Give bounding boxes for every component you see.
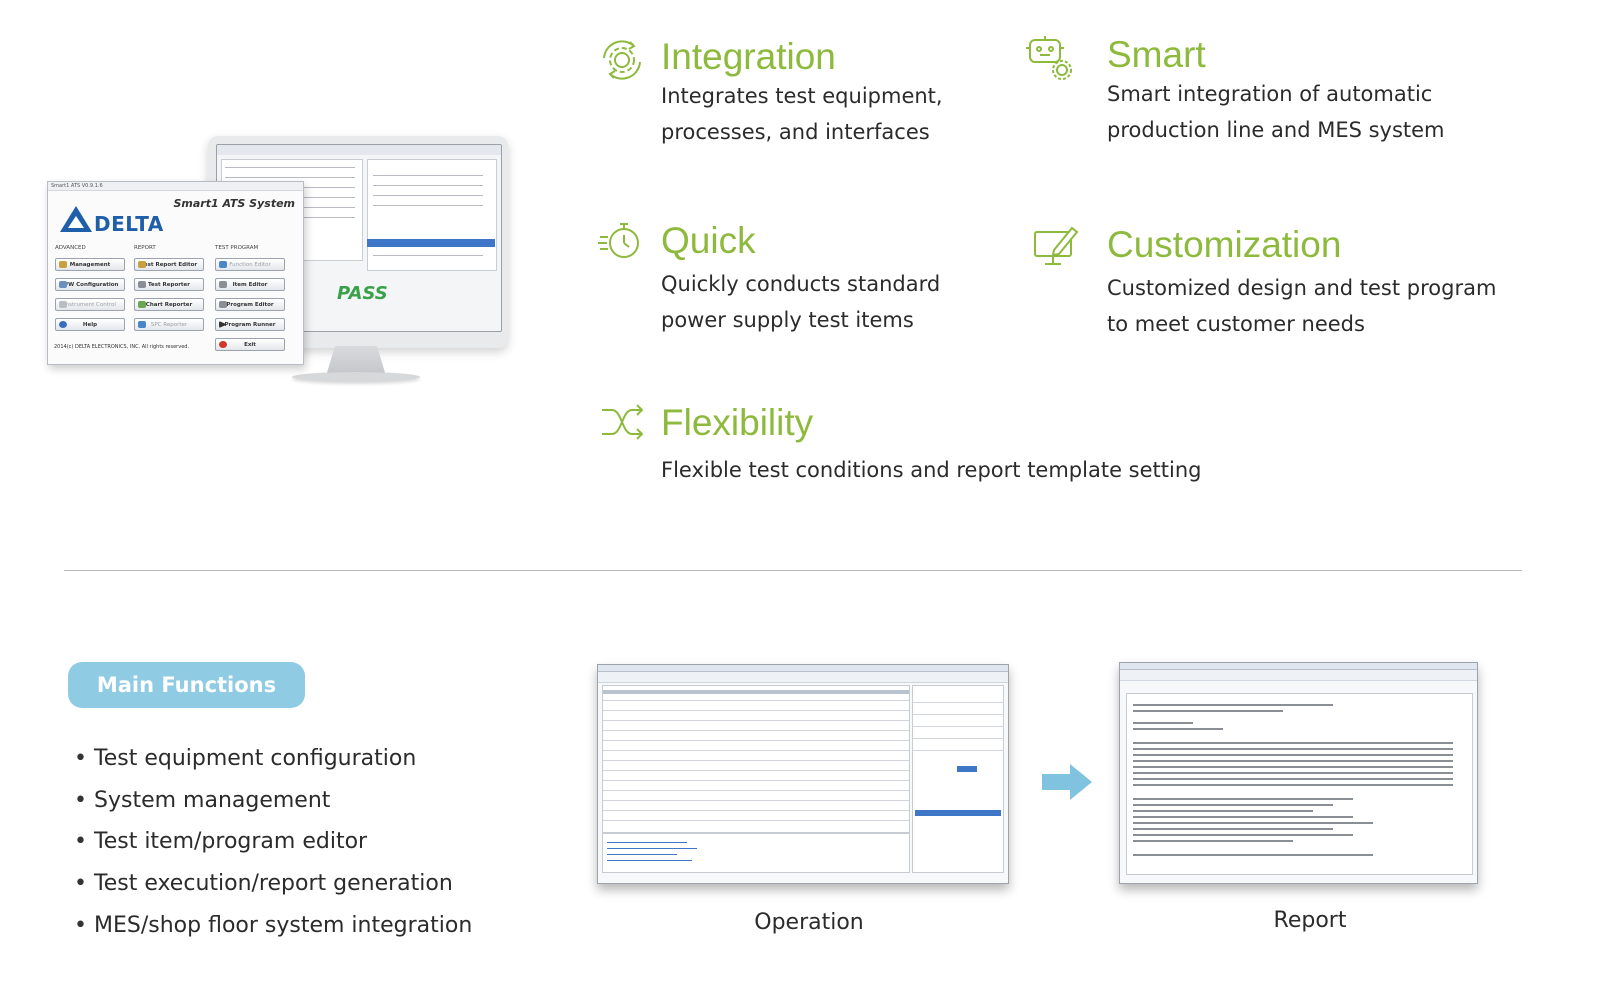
test-report-editor-button[interactable]: Test Report Editor [134,258,204,271]
feature-title-customization: Customization [1107,224,1342,265]
feature-desc-customization-line1: Customized design and test program [1107,276,1497,300]
monitor-screen: PASS [216,144,502,332]
list-item: Test item/program editor [74,821,472,863]
report-text-area [1126,693,1473,875]
operation-properties-panel [912,685,1004,873]
feature-desc-customization-line2: to meet customer needs [1107,312,1365,336]
button-label: SPC Reporter [150,321,188,328]
operation-screenshot [597,664,1009,884]
screenshot-titlebar [598,665,1008,672]
screenshot-titlebar [1120,663,1477,670]
chart-icon [138,301,146,308]
gear-cycle-icon [603,40,641,80]
delta-logo-icon [60,206,92,232]
feature-desc-flexibility: Flexible test conditions and report temp… [661,458,1202,482]
button-label: Function Editor [229,261,271,268]
button-label: Test Report Editor [140,261,198,268]
instrument-icon [59,301,67,308]
spc-reporter-button[interactable]: SPC Reporter [134,318,204,331]
button-label: Chart Reporter [145,301,193,308]
wrench-icon [59,261,67,268]
play-icon [219,321,227,328]
report-screenshot [1119,662,1478,884]
button-label: Program Runner [224,321,276,328]
report-editor-icon [138,261,146,268]
item-icon [219,281,227,288]
stopwatch-icon [598,223,639,258]
hw-configuration-button[interactable]: H/W Configuration [55,278,125,291]
feature-title-smart: Smart [1107,34,1206,75]
ats-app-window: Smart1 ATS V0.9.1.6 Smart1 ATS System DE… [47,181,304,365]
feature-desc-integration-line1: Integrates test equipment, [661,84,943,108]
report-caption: Report [1273,908,1347,933]
operation-caption: Operation [754,910,864,935]
app-window-titlebar: Smart1 ATS V0.9.1.6 [48,182,303,191]
help-icon [59,321,67,328]
program-editor-button[interactable]: Program Editor [215,298,285,311]
pencil-icon [219,261,227,268]
feature-title-quick: Quick [661,220,756,261]
main-functions-list: Test equipment configuration System mana… [74,738,472,946]
feature-desc-quick-line1: Quickly conducts standard [661,272,941,296]
section-divider [64,570,1522,571]
operation-test-list [602,685,910,833]
monitor-base [292,372,420,382]
exit-button[interactable]: Exit [215,338,285,351]
chart-reporter-button[interactable]: Chart Reporter [134,298,204,311]
robot-gear-icon [1026,36,1072,80]
button-label: Help [82,321,98,328]
hardware-icon [59,281,67,288]
button-label: Program Editor [226,301,274,308]
feature-title-integration: Integration [661,36,836,77]
feature-desc-integration-line2: processes, and interfaces [661,120,930,144]
spc-chart-icon [138,321,146,328]
list-item: MES/shop floor system integration [74,905,472,947]
management-button[interactable]: Management [55,258,125,271]
copyright-text: 2014(c) DELTA ELECTRONICS, INC. All righ… [54,344,190,350]
help-button[interactable]: Help [55,318,125,331]
reporter-icon [138,281,146,288]
group-label-advanced: ADVANCED [55,245,86,251]
list-item: System management [74,780,472,822]
program-icon [219,301,227,308]
button-label: Instrument Control [64,301,116,308]
feature-desc-smart-line2: production line and MES system [1107,118,1445,142]
main-functions-badge: Main Functions [68,662,305,708]
feature-title-flexibility: Flexibility [661,402,814,443]
button-label: Exit [244,341,256,348]
program-runner-button[interactable]: Program Runner [215,318,285,331]
app-system-title: Smart1 ATS System [173,197,295,210]
feature-desc-quick-line2: power supply test items [661,308,914,332]
delta-logo-text: DELTA [94,212,164,236]
test-reporter-button[interactable]: Test Reporter [134,278,204,291]
monitor-illustration: PASS [208,136,508,348]
screenshot-toolbar [1120,670,1477,681]
item-editor-button[interactable]: Item Editor [215,278,285,291]
list-item: Test equipment configuration [74,738,472,780]
button-label: Item Editor [232,281,268,288]
feature-desc-smart-line1: Smart integration of automatic [1107,82,1433,106]
arrow-right-icon [1042,764,1092,800]
button-label: Management [69,261,111,268]
operation-log-panel [602,833,910,873]
list-item: Test execution/report generation [74,863,472,905]
instrument-control-button[interactable]: Instrument Control [55,298,125,311]
monitor-pen-icon [1034,226,1079,265]
function-editor-button[interactable]: Function Editor [215,258,285,271]
monitor-stand [326,346,386,376]
button-label: Test Reporter [147,281,191,288]
group-label-test-program: TEST PROGRAM [215,245,259,251]
shuffle-icon [602,404,644,440]
screenshot-toolbar [598,672,1008,683]
group-label-report: REPORT [134,245,156,251]
button-label: H/W Configuration [61,281,119,288]
pass-result: PASS [337,283,388,304]
exit-icon [219,341,227,348]
